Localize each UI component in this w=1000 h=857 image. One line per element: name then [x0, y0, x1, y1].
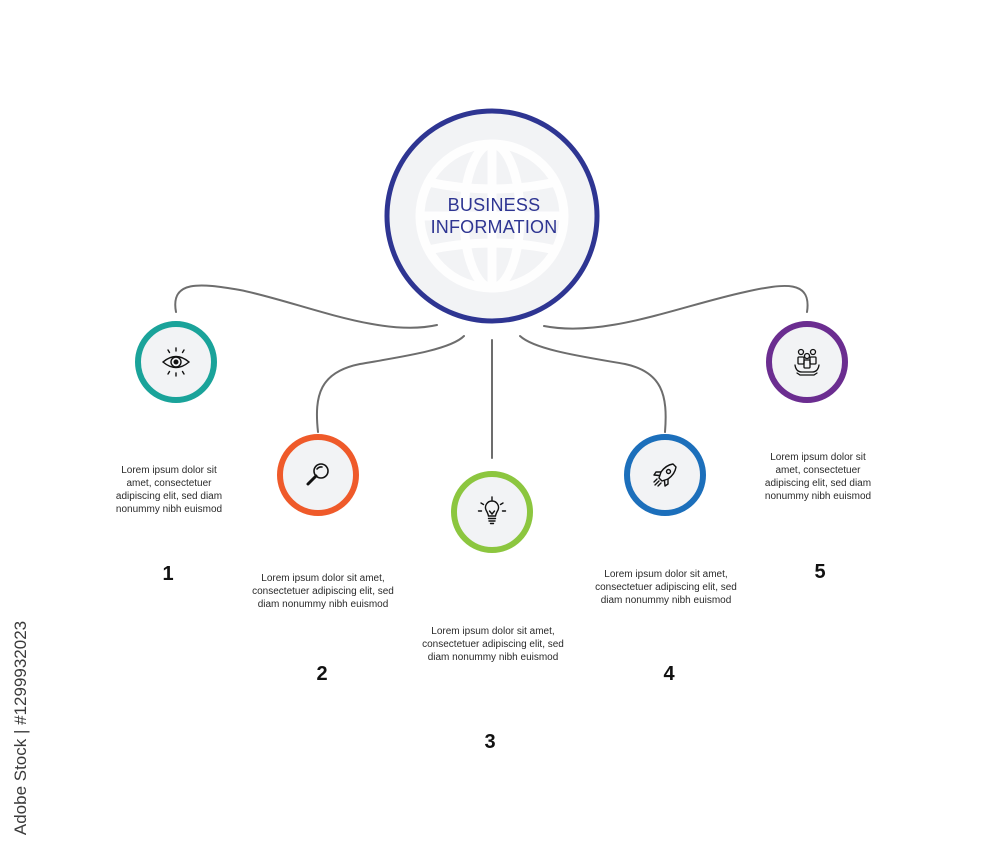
step-4-line-1: Lorem ipsum dolor sit amet,: [604, 569, 728, 580]
step-1-line-1: Lorem ipsum dolor sit: [121, 465, 217, 476]
connector-4: [519, 335, 667, 433]
step-3-number: 3: [484, 731, 496, 753]
globe-icon: [415, 139, 569, 293]
step-1-description: Lorem ipsum dolor sit amet, consectetuer…: [100, 464, 238, 516]
rocket-icon: [653, 463, 677, 487]
step-3-line-3: diam nonummy nibh euismod: [427, 652, 559, 663]
step-3-ring: [451, 471, 533, 553]
step-4-line-2: consectetuer adipiscing elit, sed: [595, 582, 737, 593]
step-3-description: Lorem ipsum dolor sit amet, consectetuer…: [408, 625, 578, 664]
step-4-description: Lorem ipsum dolor sit amet, consectetuer…: [581, 568, 751, 607]
connector-5: [543, 284, 809, 330]
step-2-ring: [277, 434, 359, 516]
step-2-description: Lorem ipsum dolor sit amet, consectetuer…: [238, 572, 408, 611]
step-5-line-1: Lorem ipsum dolor sit: [770, 452, 866, 463]
step-2-line-3: diam nonummy nibh euismod: [257, 599, 389, 610]
step-3-line-2: consectetuer adipiscing elit, sed: [422, 639, 564, 650]
step-5-number: 5: [814, 561, 826, 583]
step-1-line-4: nonummy nibh euismod: [115, 504, 223, 515]
lightbulb-icon: [477, 496, 507, 525]
hub-title-line1: BUSINESS: [447, 195, 541, 215]
step-5-ring: [766, 321, 848, 403]
eye-icon: [161, 347, 191, 377]
step-2-line-1: Lorem ipsum dolor sit amet,: [261, 573, 385, 584]
step-2-number: 2: [316, 663, 328, 685]
team-icon: [794, 348, 820, 376]
connector-1: [174, 284, 438, 329]
connector-2: [315, 335, 465, 433]
watermark-id: Adobe Stock | #1299932023: [6, 610, 36, 845]
watermark-text: Adobe Stock | #1299932023: [11, 620, 30, 835]
step-1-line-2: amet, consectetuer: [126, 478, 212, 489]
step-1-number: 1: [162, 563, 174, 585]
hub-title: BUSINESS INFORMATION: [400, 194, 588, 238]
step-5-line-3: adipiscing elit, sed diam: [764, 478, 872, 489]
step-5-line-4: nonummy nibh euismod: [764, 491, 872, 502]
step-1-line-3: adipiscing elit, sed diam: [115, 491, 223, 502]
step-4-line-3: diam nonummy nibh euismod: [600, 595, 732, 606]
step-3-line-1: Lorem ipsum dolor sit amet,: [431, 626, 555, 637]
hub-title-line2: INFORMATION: [430, 217, 558, 237]
step-5-line-2: amet, consectetuer: [775, 465, 861, 476]
step-4-number: 4: [663, 663, 675, 685]
step-4-ring: [624, 434, 706, 516]
step-2-line-2: consectetuer adipiscing elit, sed: [252, 586, 394, 597]
magnifier-icon: [306, 463, 329, 486]
step-5-description: Lorem ipsum dolor sit amet, consectetuer…: [749, 451, 887, 503]
